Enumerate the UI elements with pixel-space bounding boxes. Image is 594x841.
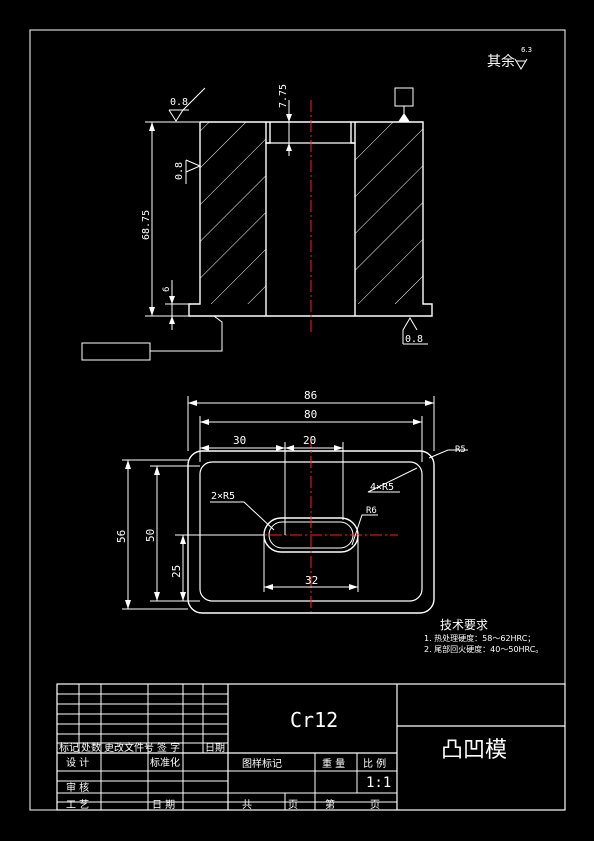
design-label: 设 计 (66, 756, 89, 769)
dim-30: 30 (233, 434, 246, 447)
scale-label: 比 例 (363, 757, 386, 770)
roughness-bore: 0.8 (174, 162, 185, 180)
dim-outer-height: 56 (115, 530, 128, 543)
technical-requirements: 技术要求 1. 热处理硬度：58～62HRC； 2. 尾部回火硬度：40～50H… (424, 618, 543, 654)
dim-25: 25 (170, 565, 183, 578)
tech-line-1: 1. 热处理硬度：58～62HRC； (424, 633, 535, 643)
leader-label-box (81, 342, 151, 361)
radius-slot-ends: 2×R5 (211, 491, 235, 502)
right-wall-hatch (355, 122, 423, 304)
weight-label: 重 量 (322, 757, 345, 770)
roughness-value: 6.3 (521, 46, 532, 54)
dim-top-depth: 7.75 (278, 84, 289, 108)
dim-step: 6 (162, 287, 172, 292)
left-wall-hatch (200, 122, 266, 304)
dim-inner-width: 80 (304, 408, 317, 421)
roughness-top-left: 0.8 (170, 97, 188, 108)
process-label: 工 艺 (66, 799, 89, 811)
front-section-view: 0.8 0.8 7.75 68.75 6 0.8 (81, 84, 433, 361)
roughness-symbol-icon (514, 58, 528, 70)
col-mark: 标记 (59, 742, 79, 754)
radius-inner-corners: 4×R5 (370, 482, 394, 493)
col-date: 日期 (205, 742, 225, 754)
tech-line-2: 2. 尾部回火硬度：40～50HRC。 (424, 644, 543, 654)
roughness-bore-icon (185, 159, 202, 173)
title-block: 标记 处数 更改文件号 签 字 日期 设 计 标准化 审 核 工 艺 日 期 C… (56, 683, 566, 811)
roughness-label: 其余 (487, 53, 515, 70)
datum-triangle-icon (398, 113, 410, 122)
tech-title: 技术要求 (440, 618, 488, 632)
material: Cr12 (290, 708, 338, 732)
dim-total-height: 68.75 (141, 210, 152, 240)
dim-inner-height: 50 (144, 529, 157, 542)
col-signature: 签 字 (157, 741, 180, 754)
drawing-border (29, 29, 566, 811)
radius-slot-r6: R6 (366, 506, 377, 516)
page-label: 页 (370, 799, 380, 811)
roughness-bottom-icon (402, 317, 418, 331)
stage-mark-label: 图样标记 (242, 757, 282, 770)
general-roughness-note: 其余 6.3 (487, 46, 532, 70)
leader-line (150, 315, 223, 352)
number-label: 第 (325, 798, 335, 811)
roughness-top-left-icon (168, 87, 206, 122)
roughness-bottom: 0.8 (405, 334, 423, 345)
sheet-label: 页 (288, 799, 298, 811)
datum-box (394, 87, 414, 107)
dim-20: 20 (303, 434, 316, 447)
radius-outer-corner: R5 (455, 445, 466, 455)
part-name: 凸凹模 (441, 738, 507, 763)
total-label: 共 (242, 799, 252, 811)
top-plan-view: 86 80 30 20 R5 4×R5 2×R5 R6 (115, 389, 468, 614)
review-label: 审 核 (66, 781, 89, 794)
col-change-doc: 更改文件号 (104, 741, 154, 754)
col-count: 处数 (81, 741, 101, 754)
standard-label: 标准化 (150, 756, 180, 769)
scale-value: 1:1 (366, 775, 391, 791)
dim-outer-width: 86 (304, 389, 317, 402)
dim-slot-length: 32 (305, 574, 318, 587)
date-label: 日 期 (152, 799, 175, 811)
